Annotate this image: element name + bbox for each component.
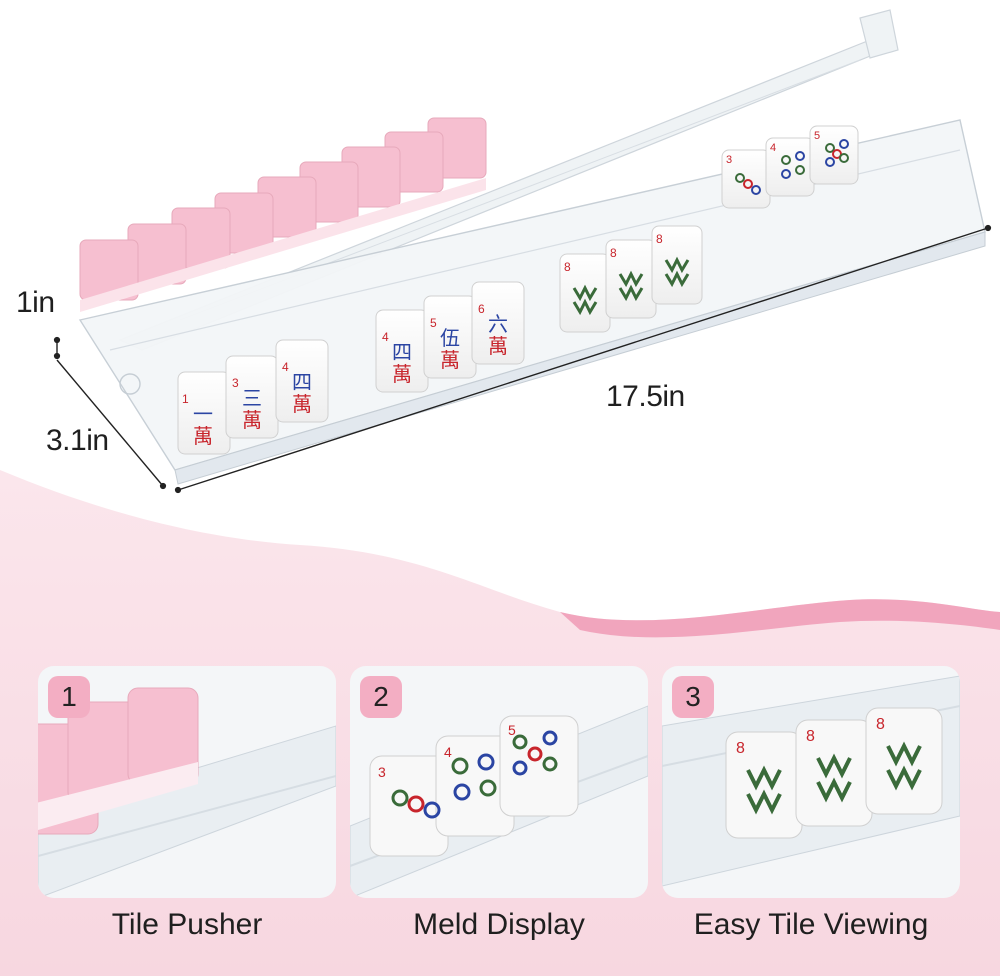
feature-number-badge: 2 <box>360 676 402 718</box>
tile-num: 5 <box>508 722 516 738</box>
caption-meld-display: Meld Display <box>413 908 585 941</box>
wave-stripe <box>560 599 1000 638</box>
caption-easy-tile-viewing: Easy Tile Viewing <box>693 908 929 941</box>
character-tiles-middle <box>375 281 525 393</box>
feature-panel-easy-tile-viewing: 8 8 8 3 <box>662 666 960 898</box>
dimension-lines <box>53 224 992 494</box>
tile-num: 8 <box>806 728 815 745</box>
tile-num: 8 <box>736 740 745 757</box>
feature-panel-meld-display: 3 4 5 2 <box>350 666 648 898</box>
tile-num: 8 <box>876 716 885 733</box>
pink-tiles <box>79 117 487 312</box>
length-label: 17.5in <box>606 380 685 413</box>
tile-num: 4 <box>444 744 452 760</box>
depth-label: 3.1in <box>46 424 109 457</box>
feature-panel-tile-pusher: 1 <box>38 666 336 898</box>
tile-num: 3 <box>378 764 386 780</box>
tile-pusher-illustration <box>38 687 336 898</box>
bamboo-tiles <box>559 225 703 333</box>
feature-number-badge: 3 <box>672 676 714 718</box>
height-label: 1in <box>16 286 55 319</box>
character-tiles-front <box>177 339 329 455</box>
easy-viewing-illustration <box>662 675 960 887</box>
meld-display-illustration <box>350 705 648 898</box>
dot-tiles <box>721 125 859 209</box>
caption-tile-pusher: Tile Pusher <box>111 908 263 941</box>
feature-number-badge: 1 <box>48 676 90 718</box>
